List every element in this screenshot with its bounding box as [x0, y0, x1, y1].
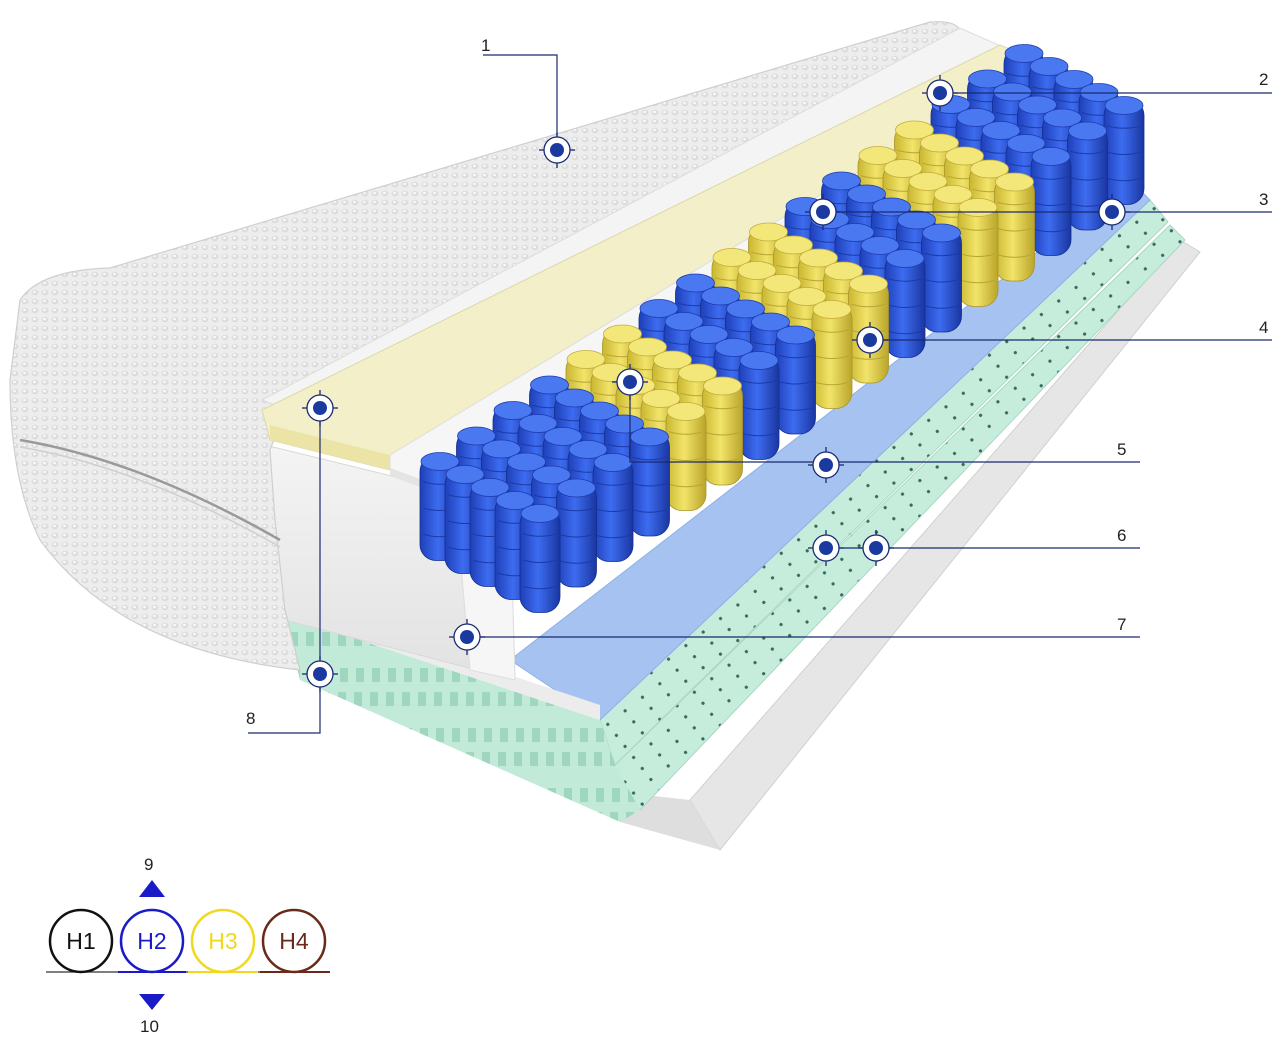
pocket-springs	[419, 44, 1145, 613]
hardness-up-label: 9	[144, 855, 153, 874]
callout-label-3: 3	[1259, 190, 1268, 209]
base-layer	[689, 239, 1201, 851]
mattress-illustration	[9, 21, 1201, 851]
target-marker-icon	[612, 364, 648, 400]
pocket-spring	[957, 198, 999, 307]
pocket-spring	[519, 504, 561, 613]
callout-label-6: 6	[1117, 526, 1126, 545]
hardness-h2-circle	[119, 908, 185, 974]
target-marker-icon	[922, 75, 958, 111]
hardness-h4-circle	[261, 908, 327, 974]
pocket-spring	[592, 453, 634, 562]
callout-label-2: 2	[1259, 70, 1268, 89]
hardness-h2-label: H2	[137, 928, 166, 954]
hardness-h3-circle	[190, 908, 256, 974]
front-latex-teeth	[285, 615, 640, 822]
pocket-spring	[1067, 121, 1108, 231]
pocket-spring	[994, 172, 1035, 282]
pocket-spring	[629, 427, 670, 537]
hardness-up-arrow-icon	[139, 880, 165, 897]
hardness-h1-circle	[48, 908, 114, 974]
hardness-h4-label: H4	[279, 928, 309, 954]
hardness-down-arrow-icon	[139, 994, 165, 1010]
pocket-spring	[884, 249, 926, 358]
target-marker-icon	[808, 447, 844, 483]
pocket-spring	[811, 300, 853, 409]
hardness-down-label: 10	[140, 1017, 159, 1036]
callout-markers	[302, 75, 1130, 692]
pocket-spring	[665, 402, 707, 511]
callout-label-8: 8	[246, 709, 255, 728]
callout-label-5: 5	[1117, 440, 1126, 459]
target-marker-icon	[1094, 194, 1130, 230]
callout-label-7: 7	[1117, 615, 1126, 634]
pocket-spring	[556, 478, 597, 588]
target-marker-icon	[539, 132, 575, 168]
pocket-spring	[1030, 147, 1072, 256]
pocket-spring	[702, 376, 743, 486]
hardness-legend: 9 H1 H2 H3 H4 10	[46, 855, 330, 1036]
callout-labels: 1 2 3 4 5 6 7 8	[246, 36, 1268, 728]
target-marker-icon	[805, 194, 841, 230]
callout-label-1: 1	[481, 36, 490, 55]
hardness-h1-label: H1	[66, 928, 95, 954]
target-marker-icon	[302, 390, 338, 426]
pocket-spring	[921, 223, 962, 333]
pocket-spring	[775, 325, 816, 435]
target-marker-icon	[449, 619, 485, 655]
callout-label-4: 4	[1259, 318, 1268, 337]
target-marker-icon	[852, 322, 888, 358]
knitted-cover	[9, 21, 961, 671]
target-marker-icon	[808, 530, 844, 566]
pocket-spring	[738, 351, 780, 460]
hardness-h3-label: H3	[208, 928, 237, 954]
pocket-spring	[1103, 96, 1145, 205]
target-marker-icon	[302, 656, 338, 692]
target-marker-icon	[858, 530, 894, 566]
